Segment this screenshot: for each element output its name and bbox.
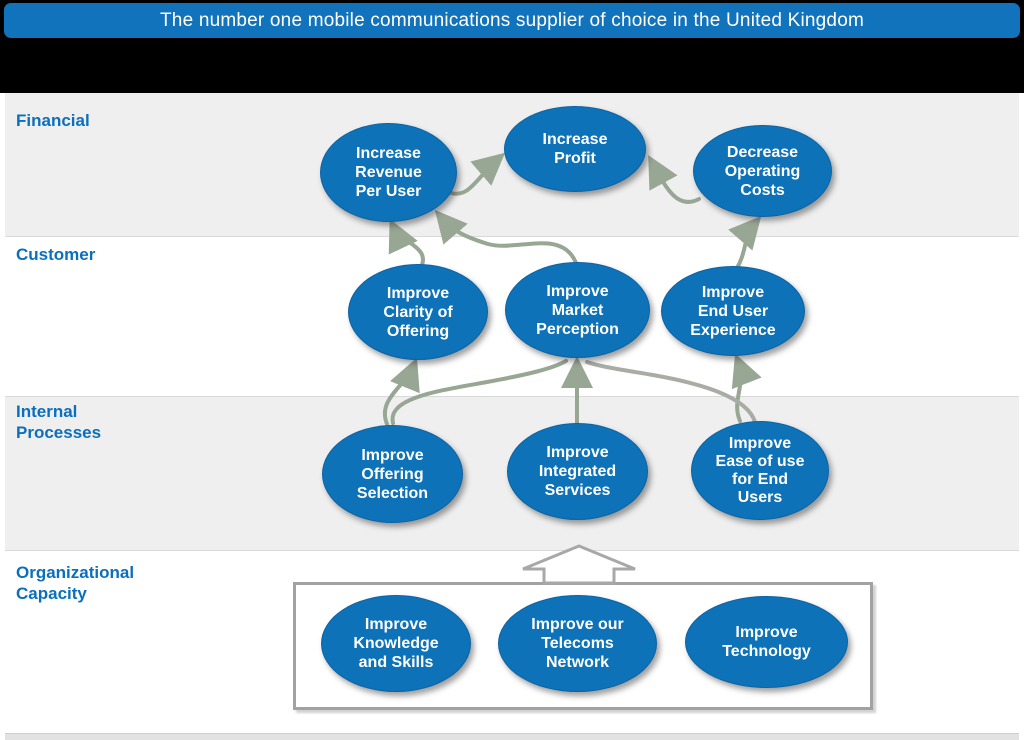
node-increase-profit: Increase Profit [504,106,646,192]
node-improve-telecoms-network: Improve our Telecoms Network [498,595,657,692]
band-label-organizational-capacity: Organizational Capacity [16,563,135,603]
node-improve-market-perception: Improve Market Perception [505,262,650,358]
node-improve-offering-selection: Improve Offering Selection [322,425,463,523]
node-improve-knowledge-and-skills: Improve Knowledge and Skills [321,595,471,692]
node-improve-ease-of-use: Improve Ease of use for End Users [691,421,829,520]
band-label-financial: Financial [16,111,90,130]
vision-banner-text: The number one mobile communications sup… [160,9,864,31]
node-decrease-operating-costs: Decrease Operating Costs [693,125,832,217]
node-improve-clarity-of-offering: Improve Clarity of Offering [348,264,488,360]
node-improve-technology: Improve Technology [685,596,848,688]
node-improve-end-user-experience: Improve End User Experience [661,266,805,356]
band-label-internal-processes: Internal Processes [16,402,102,442]
band-bottom-strip [5,733,1019,740]
node-improve-integrated-services: Improve Integrated Services [507,423,648,520]
node-increase-revenue-per-user: Increase Revenue Per User [320,123,457,222]
vision-banner: The number one mobile communications sup… [4,3,1020,38]
band-label-customer: Customer [16,245,96,264]
header-bar: The number one mobile communications sup… [0,0,1024,93]
